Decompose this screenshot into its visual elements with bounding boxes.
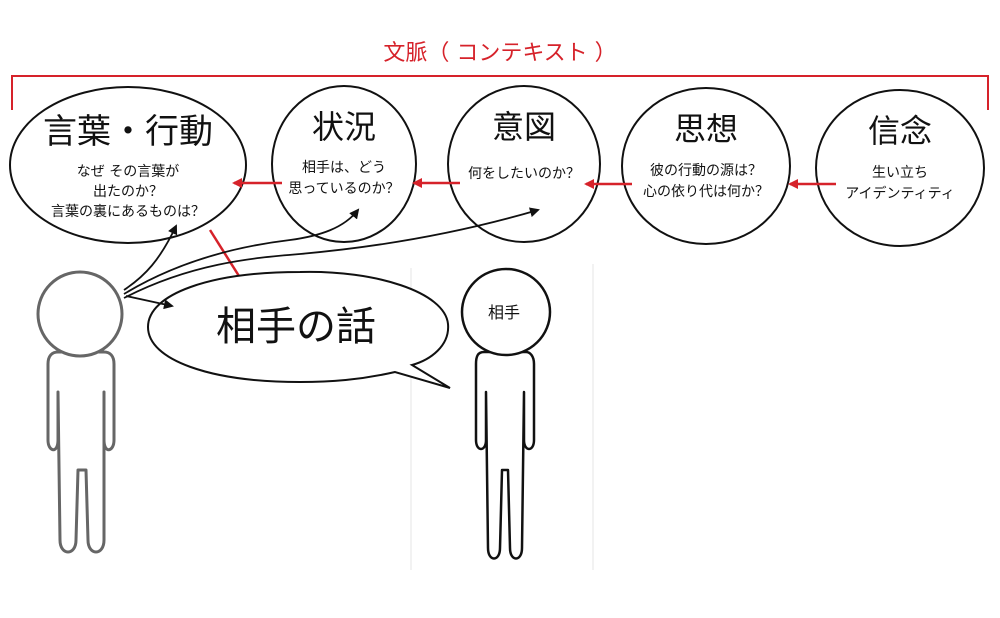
black-arrow-to-words — [123, 224, 178, 291]
circle-line: 彼の行動の源は？ — [650, 163, 762, 179]
circle-shape — [271, 85, 417, 243]
speech-text: 相手の話 — [216, 304, 376, 350]
partner-head — [460, 267, 552, 357]
circle-title: 思想 — [674, 110, 738, 148]
context-label: 文脈（ コンテキスト ） — [383, 41, 616, 66]
circle-title: 意図 — [492, 108, 556, 146]
circle-words-actions: 言葉・行動 なぜ その言葉が 出たのか？ 言葉の裏にあるものは？ — [9, 86, 247, 244]
black-arrow-to-situation — [123, 208, 360, 295]
black-arrow-to-intention — [123, 207, 540, 299]
circle-title: 信念 — [868, 112, 932, 150]
black-arrow-to-speech — [125, 295, 174, 310]
circle-shape — [815, 89, 985, 247]
circle-line: 心の依り代は何か？ — [643, 184, 769, 200]
circle-line: 言葉の裏にあるものは？ — [51, 203, 205, 220]
circle-intention: 意図 何をしたいのか？ — [447, 85, 601, 243]
circle-line: 生い立ち — [872, 165, 928, 181]
circle-line: 何をしたいのか？ — [468, 166, 580, 182]
circle-line: 相手は、どう — [302, 160, 386, 176]
circle-shape — [621, 87, 791, 245]
circle-belief: 信念 生い立ち アイデンティティ — [815, 89, 985, 247]
circle-line: 思っているのか？ — [288, 181, 399, 197]
speech-bubble — [146, 270, 451, 389]
listener-body — [46, 350, 116, 554]
circle-line: アイデンティティ — [845, 185, 955, 202]
listener-figure — [36, 270, 124, 554]
circle-thought: 思想 彼の行動の源は？ 心の依り代は何か？ — [621, 87, 791, 245]
partner-figure: 相手 — [460, 267, 552, 560]
circle-shape — [447, 85, 601, 243]
listener-head — [36, 270, 124, 358]
circle-line: なぜ その言葉が — [77, 164, 179, 180]
circle-shape — [9, 86, 247, 244]
context-bracket — [11, 75, 989, 110]
circle-title: 状況 — [312, 108, 376, 146]
partner-label: 相手 — [488, 303, 520, 322]
circle-line: 出たのか？ — [93, 184, 163, 200]
circle-title: 言葉・行動 — [43, 112, 213, 152]
circle-situation: 状況 相手は、どう 思っているのか？ — [271, 85, 417, 243]
partner-body — [474, 350, 536, 560]
